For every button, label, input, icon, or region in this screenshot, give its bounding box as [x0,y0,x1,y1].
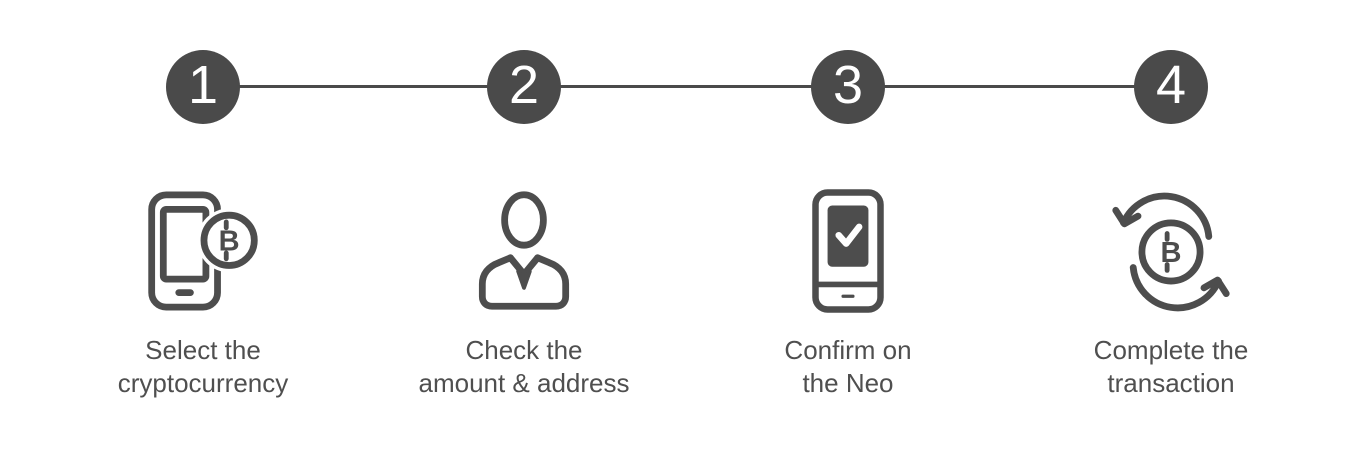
step-label-line: Confirm on [784,335,912,365]
step-label-line: Complete the [1093,335,1249,365]
device-checkmark-icon [796,182,900,320]
step-circle-3: 3 [811,50,885,124]
bitcoin-refresh-icon: B [1108,182,1234,320]
step-number: 2 [508,55,540,115]
step-label-line: Select the [145,335,261,365]
svg-text:B: B [219,225,240,257]
step-label-4: Complete the transaction [1094,334,1249,400]
step-number: 1 [187,55,219,115]
step-column-3: Confirm on the Neo [688,182,1008,400]
step-circle-2: 2 [487,50,561,124]
svg-text:B: B [1161,237,1182,269]
step-label-3: Confirm on the Neo [784,334,911,400]
person-icon [461,182,587,320]
step-column-2: Check the amount & address [364,182,684,400]
step-label-line: transaction [1107,368,1235,398]
step-label-line: Check the [465,335,583,365]
step-connector-line [203,85,1171,88]
step-circle-4: 4 [1134,50,1208,124]
step-column-4: B Complete the transaction [1011,182,1331,400]
step-label-line: amount & address [418,368,630,398]
step-column-1: B Select the cryptocurrency [43,182,363,400]
step-label-2: Check the amount & address [418,334,629,400]
step-label-line: cryptocurrency [117,368,289,398]
step-circle-1: 1 [166,50,240,124]
step-number: 4 [1155,55,1187,115]
step-label-1: Select the cryptocurrency [118,334,289,400]
smartphone-bitcoin-icon: B [142,182,264,320]
step-number: 3 [832,55,864,115]
step-label-line: the Neo [802,368,894,398]
